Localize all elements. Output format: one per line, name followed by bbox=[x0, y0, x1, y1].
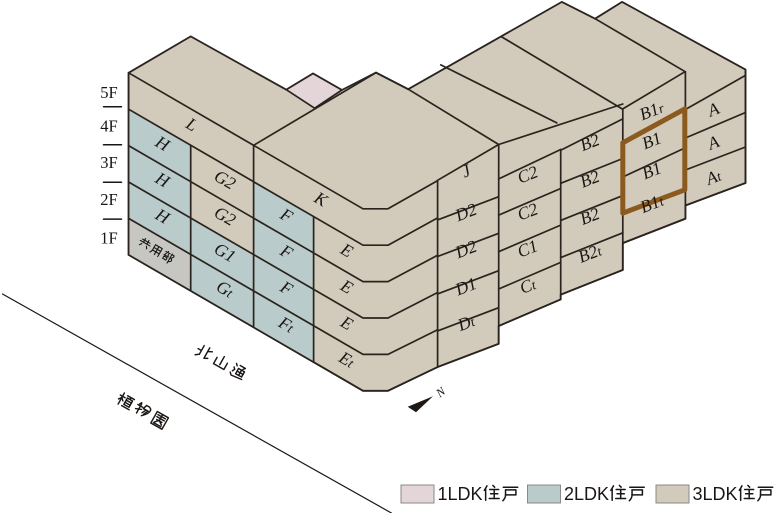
svg-text:2F: 2F bbox=[100, 190, 117, 209]
svg-text:4F: 4F bbox=[100, 116, 117, 135]
svg-text:5F: 5F bbox=[100, 83, 117, 102]
svg-text:3LDK: 3LDK bbox=[693, 484, 738, 504]
svg-text:3F: 3F bbox=[100, 153, 117, 172]
svg-text:1F: 1F bbox=[100, 229, 117, 248]
svg-text:2LDK: 2LDK bbox=[564, 484, 609, 504]
svg-text:1LDK: 1LDK bbox=[438, 484, 483, 504]
